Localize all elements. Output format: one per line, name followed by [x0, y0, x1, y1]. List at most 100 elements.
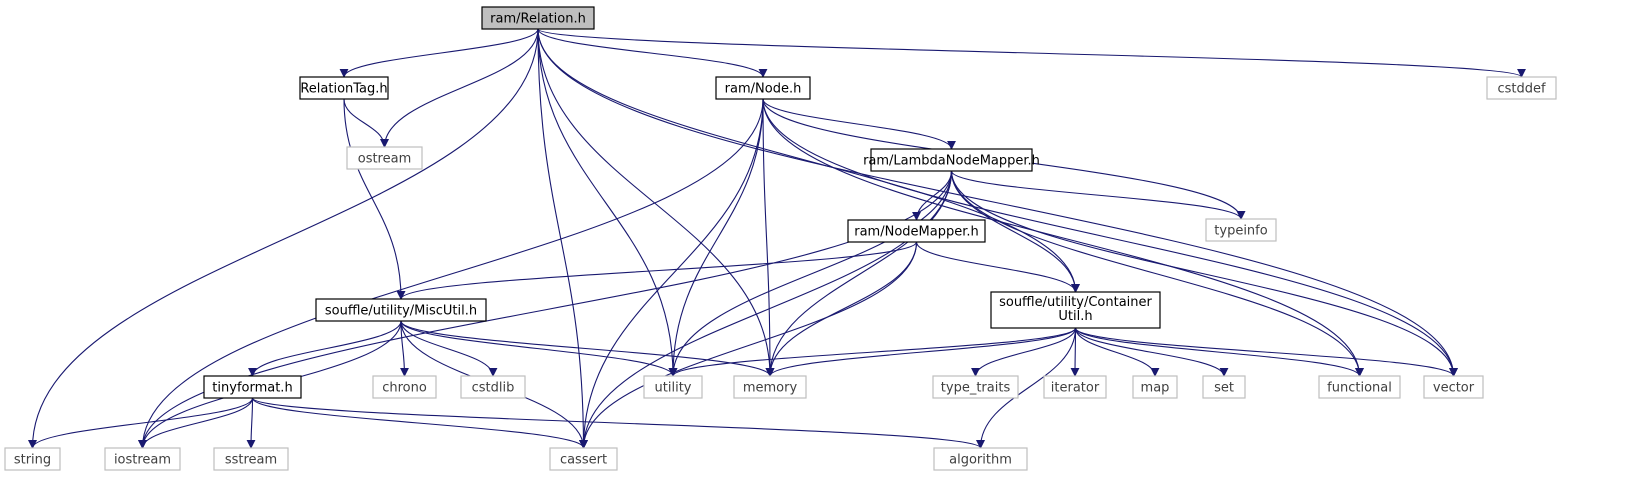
node-box-chrono — [372, 375, 437, 399]
node-label-typeinfo: typeinfo — [1214, 224, 1267, 239]
edge-relation-to-node — [537, 28, 768, 78]
edge-tinyformat-to-sstream — [246, 397, 256, 449]
node-iostream: iostream — [104, 447, 181, 471]
edge-miscutil-to-memory — [400, 320, 775, 377]
node-iterator: iterator — [1043, 375, 1107, 399]
edge-lambda-to-memory — [765, 170, 953, 377]
node-box-nodemapper — [847, 219, 986, 243]
node-box-map — [1132, 375, 1178, 399]
node-box-iostream — [104, 447, 181, 471]
node-utility: utility — [643, 375, 703, 399]
edge-node-to-cassert — [579, 98, 764, 449]
edge-lambda-to-functional — [950, 170, 1364, 377]
edge-relation-to-utility — [537, 28, 678, 377]
node-label-type_traits: type_traits — [941, 381, 1011, 396]
edge-node-to-memory — [762, 98, 775, 377]
node-relation[interactable]: ram/Relation.h — [481, 6, 595, 30]
edge-miscutil-to-utility — [400, 320, 678, 377]
node-ostream: ostream — [346, 146, 423, 170]
edge-node-to-vector — [762, 98, 1458, 377]
node-box-ostream — [346, 146, 423, 170]
node-box-memory — [733, 375, 807, 399]
node-box-lambda — [870, 148, 1033, 172]
edge-container-to-algorithm — [976, 327, 1077, 449]
node-cstddef: cstddef — [1486, 76, 1557, 100]
node-set: set — [1202, 375, 1246, 399]
edge-container-to-functional — [1074, 327, 1364, 377]
node-box-string — [4, 447, 61, 471]
node-box-container — [990, 291, 1161, 329]
node-label-cstdlib: cstdlib — [472, 381, 515, 396]
node-label-algorithm: algorithm — [949, 453, 1012, 468]
node-relationtag[interactable]: RelationTag.h — [299, 76, 389, 100]
node-box-vector — [1423, 375, 1484, 399]
node-miscutil[interactable]: souffle/utility/MiscUtil.h — [315, 298, 487, 322]
node-chrono: chrono — [372, 375, 437, 399]
node-label-container: Util.h — [1058, 309, 1092, 324]
node-nodemapper[interactable]: ram/NodeMapper.h — [847, 219, 986, 243]
node-label-map: map — [1141, 381, 1170, 396]
node-label-iterator: iterator — [1051, 381, 1100, 396]
node-tinyformat[interactable]: tinyformat.h — [203, 375, 302, 399]
node-box-relation — [481, 6, 595, 30]
edge-relation-to-relationtag — [339, 28, 539, 78]
node-box-iterator — [1043, 375, 1107, 399]
node-memory: memory — [733, 375, 807, 399]
node-label-relation: ram/Relation.h — [490, 12, 586, 27]
node-box-miscutil — [315, 298, 487, 322]
node-functional: functional — [1318, 375, 1401, 399]
node-label-sstream: sstream — [225, 453, 277, 468]
edge-lambda-to-container — [950, 170, 1080, 293]
edge-nodemapper-to-cassert — [579, 241, 918, 449]
edge-nodemapper-to-miscutil — [396, 241, 918, 300]
edge-relationtag-to-ostream — [343, 98, 389, 148]
node-box-cstddef — [1486, 76, 1557, 100]
node-box-type_traits — [932, 375, 1019, 399]
node-sstream: sstream — [213, 447, 289, 471]
edge-node-to-iostream — [138, 98, 764, 449]
node-box-sstream — [213, 447, 289, 471]
edge-node-to-lambda — [762, 98, 956, 150]
edge-lambda-to-iostream — [138, 170, 953, 449]
node-box-cstdlib — [460, 375, 526, 399]
edge-tinyformat-to-string — [28, 397, 254, 449]
edge-lambda-to-utility — [668, 170, 953, 377]
node-label-cstddef: cstddef — [1497, 82, 1546, 97]
node-string: string — [4, 447, 61, 471]
node-label-chrono: chrono — [382, 381, 427, 396]
node-label-functional: functional — [1327, 381, 1392, 396]
edge-tinyformat-to-cassert — [251, 397, 588, 449]
edge-relationtag-to-miscutil — [343, 98, 406, 300]
edge-node-to-functional — [762, 98, 1364, 377]
node-box-node — [715, 76, 811, 100]
node-type_traits: type_traits — [932, 375, 1019, 399]
node-box-relationtag — [299, 76, 389, 100]
node-box-functional — [1318, 375, 1401, 399]
node-algorithm: algorithm — [933, 447, 1028, 471]
edge-nodemapper-to-container — [915, 241, 1080, 293]
node-node[interactable]: ram/Node.h — [715, 76, 811, 100]
node-label-tinyformat: tinyformat.h — [212, 381, 292, 396]
node-label-string: string — [14, 453, 51, 468]
node-label-miscutil: souffle/utility/MiscUtil.h — [325, 304, 477, 319]
edge-relation-to-container — [537, 28, 1080, 293]
node-label-memory: memory — [743, 381, 798, 396]
edge-lambda-to-typeinfo — [950, 170, 1246, 220]
edge-relation-to-vector — [537, 28, 1458, 377]
node-label-nodemapper: ram/NodeMapper.h — [854, 225, 979, 240]
edge-layer — [28, 28, 1526, 449]
node-label-container: souffle/utility/Container — [999, 295, 1152, 310]
node-box-utility — [643, 375, 703, 399]
node-typeinfo: typeinfo — [1205, 218, 1277, 242]
edge-relation-to-ostream — [380, 28, 539, 148]
node-lambda[interactable]: ram/LambdaNodeMapper.h — [863, 148, 1040, 172]
edge-miscutil-to-cstdlib — [400, 320, 498, 377]
edge-container-to-set — [1074, 327, 1229, 377]
edge-tinyformat-to-algorithm — [251, 397, 985, 449]
node-box-cassert — [549, 447, 618, 471]
edge-container-to-vector — [1074, 327, 1458, 377]
node-label-cassert: cassert — [560, 453, 607, 468]
node-box-typeinfo — [1205, 218, 1277, 242]
